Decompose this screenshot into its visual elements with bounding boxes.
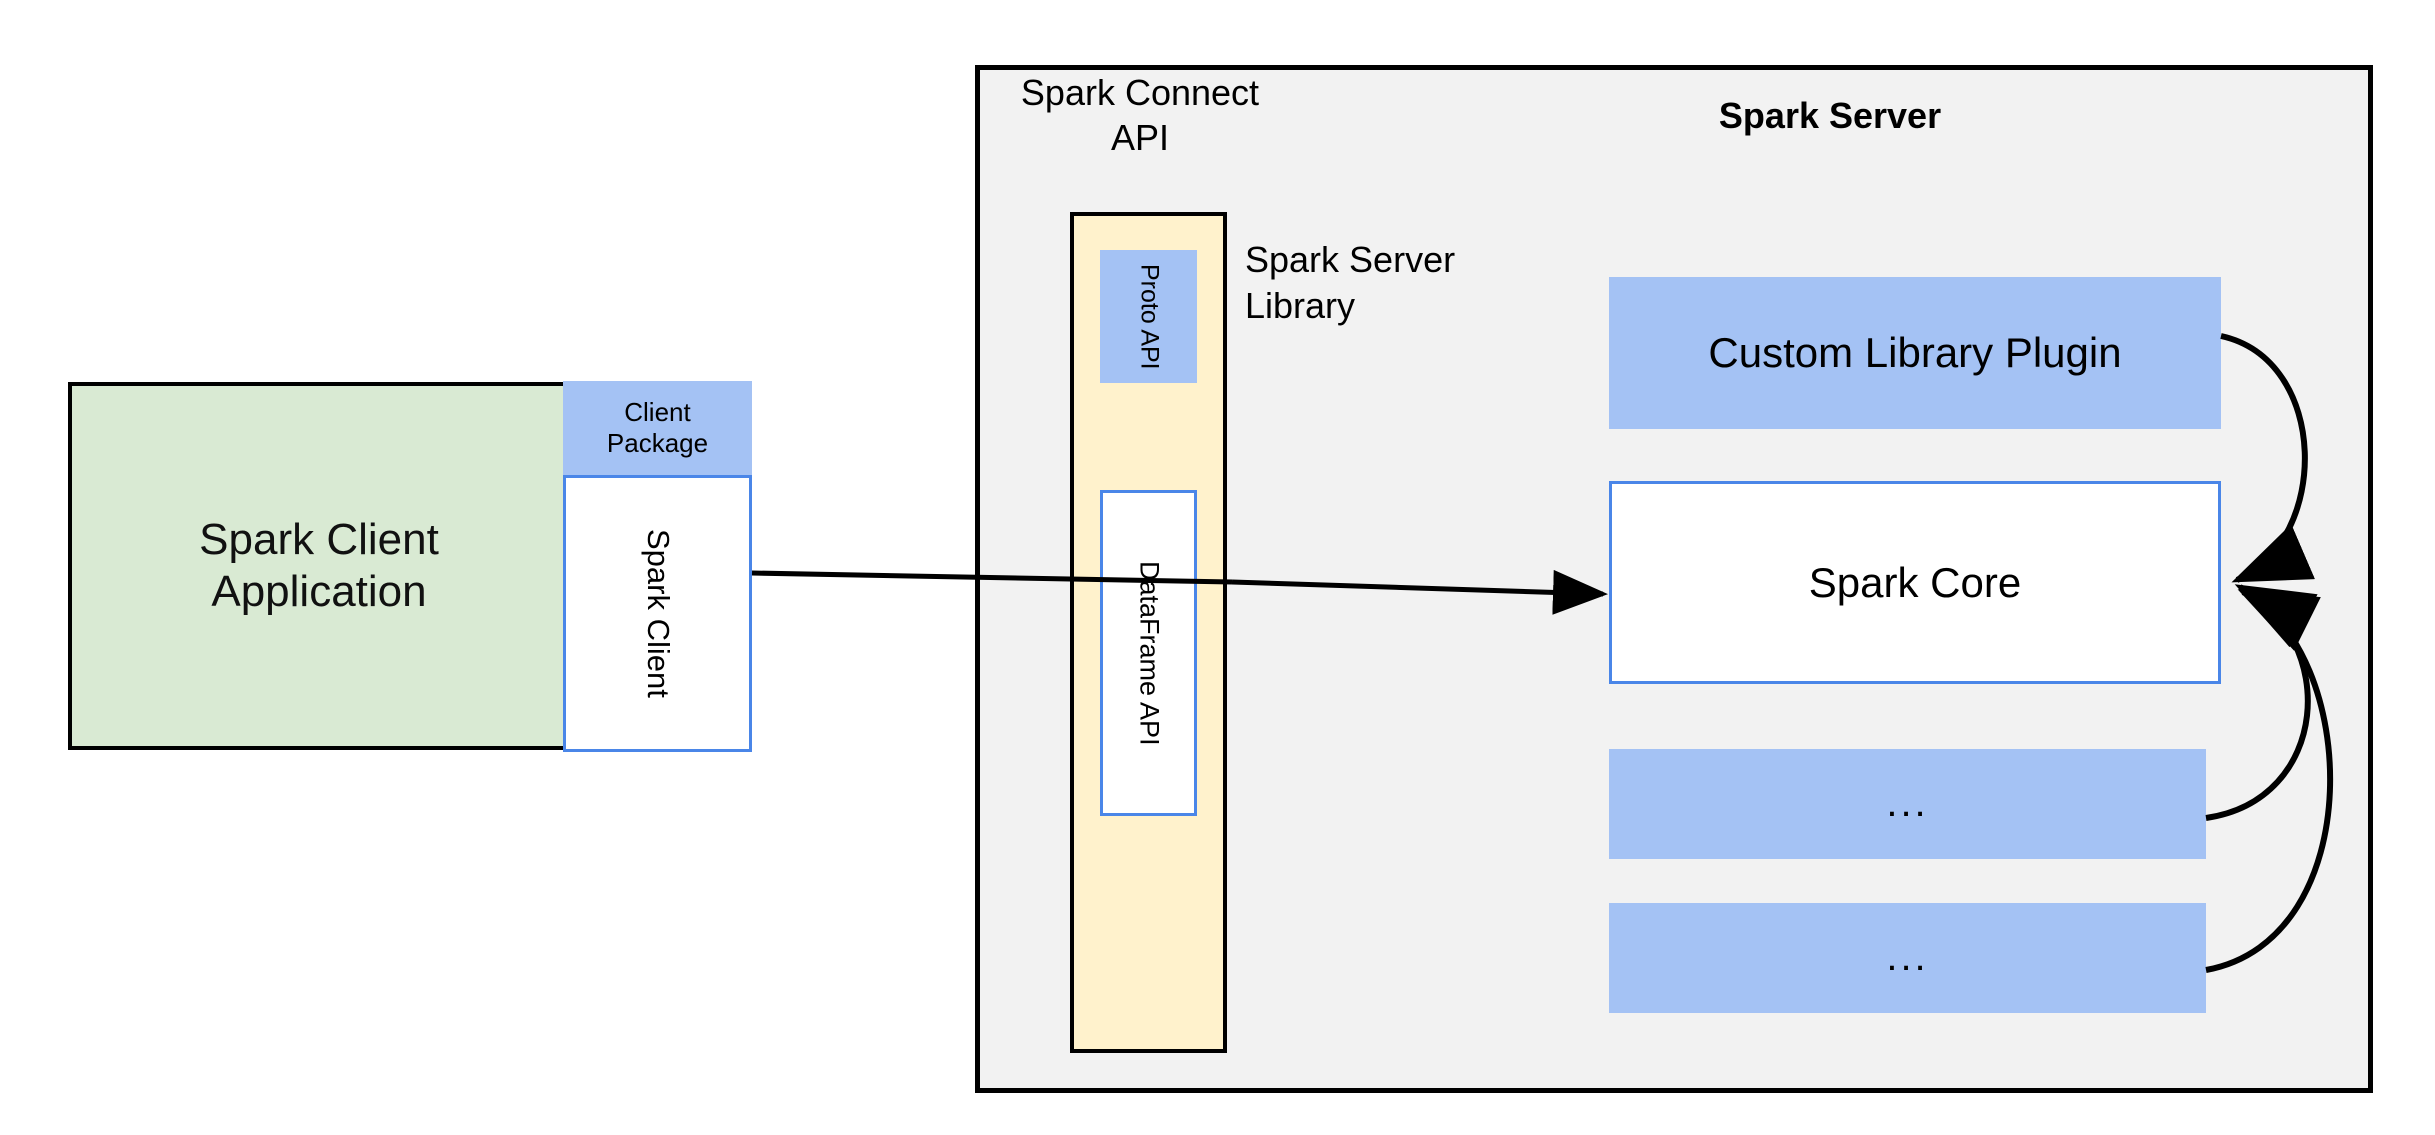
custom-library-plugin-label: Custom Library Plugin (1708, 329, 2122, 377)
spark-core-block[interactable]: Spark Core (1609, 481, 2221, 684)
spark-client-application-line1: Spark Client (199, 515, 439, 565)
spark-server-library-line1: Spark Server (1245, 239, 1456, 280)
server-block-placeholder-2-label: ... (1886, 935, 1929, 980)
spark-core-label: Spark Core (1808, 558, 2022, 606)
spark-server-library-line2: Library (1245, 285, 1356, 327)
spark-client-application-line2: Application (211, 567, 427, 616)
spark-server-title: Spark Server (1718, 95, 1942, 136)
custom-library-plugin-block[interactable]: Custom Library Plugin (1609, 277, 2221, 429)
dataframe-api-label: DataFrame API (1134, 560, 1165, 746)
spark-client-application-block[interactable]: Spark Client Application (68, 382, 571, 750)
spark-connect-api-label: Spark Connect API (1000, 70, 1280, 160)
spark-connect-api-line1: Spark Connect (1020, 72, 1260, 113)
client-package-block[interactable]: Client Package (563, 381, 752, 475)
spark-server-library-label: Spark Server Library (1245, 237, 1565, 329)
client-package-line2: Package (606, 428, 709, 458)
server-block-placeholder-2[interactable]: ... (1609, 903, 2206, 1013)
spark-client-application-label: Spark Client Application (199, 514, 440, 618)
spark-connect-api-line2: API (1110, 117, 1170, 158)
spark-client-block[interactable]: Spark Client (563, 475, 752, 752)
client-package-label: Client Package (607, 397, 708, 458)
proto-api-block[interactable]: Proto API (1100, 250, 1197, 383)
client-package-line1: Client (624, 397, 691, 428)
server-block-placeholder-1-label: ... (1886, 781, 1929, 826)
proto-api-label: Proto API (1135, 263, 1164, 370)
server-block-placeholder-1[interactable]: ... (1609, 749, 2206, 859)
spark-client-label: Spark Client (640, 529, 676, 698)
dataframe-api-block[interactable]: DataFrame API (1100, 490, 1197, 816)
